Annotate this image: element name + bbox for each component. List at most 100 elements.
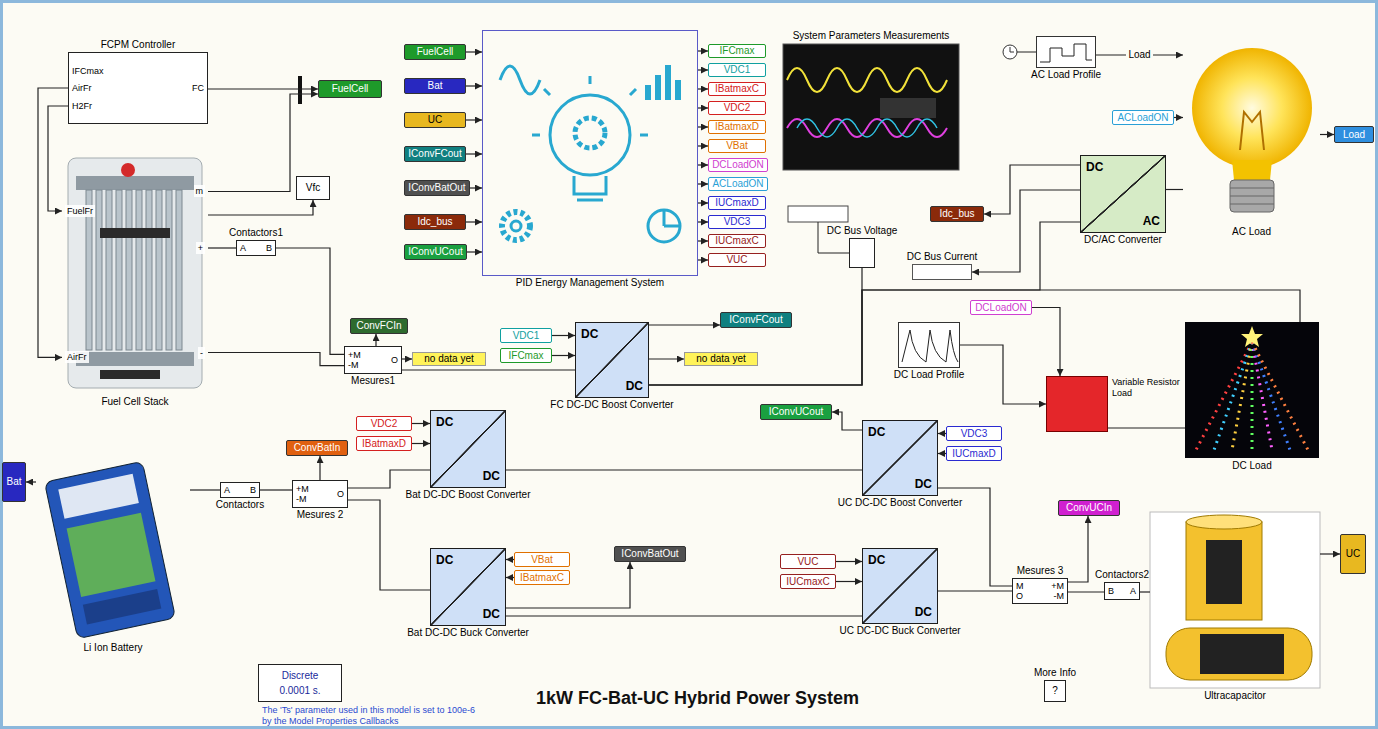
diagram-title: 1kW FC-Bat-UC Hybrid Power System (536, 688, 859, 709)
contactor-block: ABContactors (220, 482, 260, 498)
port-label: AirFr (72, 82, 92, 94)
block-name: Mesures 3 (1017, 565, 1064, 577)
signal-tag-text: UC (1346, 548, 1360, 560)
load-profile: DC Load Profile (898, 322, 960, 368)
port-label: no data yet (696, 353, 745, 365)
signal-tag-text: IUCmaxD (952, 448, 995, 460)
signal-wire (48, 106, 68, 211)
signal-wire (402, 369, 575, 370)
from-tag: IConvBatOut (404, 180, 470, 196)
signal-tag-text: VDC3 (961, 428, 988, 440)
signal-wire (698, 183, 708, 184)
block-name: Bat DC-DC Buck Converter (407, 627, 529, 639)
signal-wire (1068, 591, 1104, 592)
block-name: DC Load Profile (894, 369, 965, 381)
signal-wire (26, 481, 36, 482)
scope-block: System Parameters Measurements (783, 44, 959, 170)
signal-tag-text: IConvFCout (408, 148, 461, 160)
goto-tag: VDC3 (708, 215, 766, 229)
inverter-block: DCACDC/AC Converter (1080, 155, 1166, 233)
signal-wire (467, 251, 482, 252)
ultracapacitor: Ultracapacitor (1150, 512, 1320, 688)
port-label: DC (1086, 160, 1103, 174)
signal-wire (348, 500, 430, 590)
block-name: Ultracapacitor (1204, 690, 1266, 702)
converter-block: DCDCUC DC-DC Buck Converter (862, 548, 938, 624)
measure-block: Mesures 2+M-MO (292, 480, 348, 508)
signal-wire (698, 50, 708, 51)
signal-wire (276, 248, 344, 354)
signal-tag-text: IConvUCout (769, 406, 823, 418)
port-label: DC (436, 415, 453, 429)
goto-tag: ConvUCIn (1058, 500, 1120, 516)
signal-tag-text: Load (1343, 129, 1365, 141)
port-label: DC (626, 379, 643, 393)
signal-tag-text: IUCmaxD (715, 197, 758, 209)
variable-resistor: Variable Resistor Load (1046, 376, 1108, 432)
subsystem-block: FCPM ControllerIFCmaxAirFrH2FrFC (68, 52, 208, 124)
display-block: no data yet (684, 352, 758, 366)
port-label: B (266, 242, 272, 254)
info-button: More Info? (1044, 680, 1066, 702)
goto-tag: IUCmaxD (708, 196, 766, 210)
voltage-sensor: DC Bus Voltage (849, 238, 875, 268)
port-label: AirFr (65, 351, 89, 363)
signal-wire (1174, 117, 1183, 118)
block-name: DC/AC Converter (1084, 234, 1162, 246)
signal-tag-text: VDC2 (724, 102, 751, 114)
battery: Li Ion Battery (36, 460, 190, 640)
signal-tag-text: FuelCell (332, 83, 369, 95)
signal-wire (836, 561, 862, 562)
converter-block: DCDCBat DC-DC Boost Converter (430, 410, 506, 488)
signal-wire (649, 222, 1080, 385)
port-label: -M (348, 359, 359, 371)
signal-wire (1108, 427, 1185, 428)
block-name: Mesures 2 (297, 509, 344, 521)
measure-block: Mesures 3MO+M-M (1012, 578, 1068, 604)
signal-wire (506, 562, 630, 608)
signal-wire (698, 221, 708, 222)
measure-block: +M-MOMesures1 (344, 346, 402, 374)
goto-tag: UC (1340, 534, 1366, 574)
measurement-block: Vfc (296, 176, 330, 200)
goto-tag: IFCmax (708, 44, 766, 58)
signal-wire (960, 345, 1046, 404)
signal-wire (1068, 516, 1088, 582)
port-label: DC (483, 469, 500, 483)
from-tag: IUCmaxC (780, 574, 836, 589)
signal-wire (698, 107, 708, 108)
signal-wire (698, 88, 708, 89)
port-label: O (337, 488, 344, 500)
signal-tag-text: IUCmaxC (786, 576, 829, 588)
port-label: DC (915, 605, 932, 619)
goto-tag: VDC1 (708, 63, 766, 77)
signal-wire (698, 126, 708, 127)
signal-tag-text: DCLoadON (975, 302, 1027, 314)
port-label: Vfc (306, 182, 320, 194)
port-label: FC (192, 82, 204, 94)
signal-tag-text: IConvBatOut (408, 182, 465, 194)
signal-tag-text: ConvFCIn (356, 320, 401, 332)
port-label: -M (1054, 590, 1065, 602)
from-tag: IBatmaxD (356, 436, 412, 451)
port-label: + (196, 242, 205, 254)
port-label: A (1130, 585, 1136, 597)
signal-wire (402, 358, 412, 359)
goto-tag: IConvFCout (720, 312, 792, 328)
block-name: PID Energy Management System (516, 277, 664, 289)
goto-tag: IBatmaxD (708, 120, 766, 134)
signal-wire (470, 187, 482, 188)
port-label: -M (296, 493, 307, 505)
goto-tag: IConvUCout (760, 404, 832, 420)
signal-wire (466, 221, 482, 222)
goto-tag: VUC (708, 253, 766, 267)
from-tag: UC (404, 112, 466, 128)
signal-wire (698, 202, 708, 203)
signal-wire (506, 577, 514, 578)
signal-wire (412, 423, 430, 424)
signal-tag-text: IBatmaxC (520, 572, 564, 584)
signal-wire (938, 590, 1012, 591)
signal-tag-text: UC (428, 114, 442, 126)
goto-tag: ConvBatIn (286, 440, 348, 456)
from-tag: IConvFCout (404, 146, 466, 162)
